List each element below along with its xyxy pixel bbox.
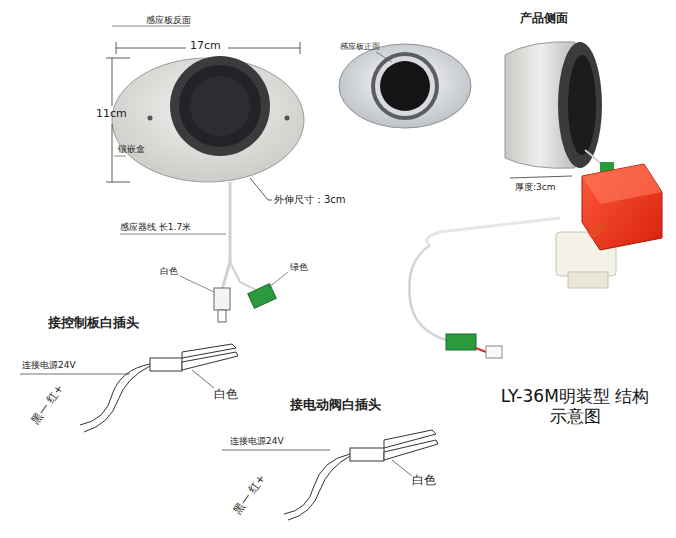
annotation-label: 17cm [190,40,221,53]
annotation-label: 接电动阀白插头 [290,398,381,413]
diagram-title: LY-36M明装型 结构示意图 [500,386,650,427]
annotation-label: 感应板反面 [146,15,191,25]
annotation-label: 连接电源24V [22,360,76,370]
annotation-label: 白色 [412,474,436,488]
annotation-label: 产品侧面 [520,12,568,26]
annotation-label: 镶嵌盒 [118,144,145,154]
annotation-label: 黑一 红+ [232,473,269,518]
annotation-label: 感应器线 长1.7米 [120,222,191,232]
annotation-label: 黑一 红+ [30,383,67,428]
annotation-label: 感应板正面 [340,42,380,51]
annotation-label: 11cm [96,108,127,121]
annotation-label: 绿色 [290,262,308,272]
annotation-label: 连接电源24V [230,436,284,446]
annotation-label: 外伸尺寸：3cm [274,194,346,206]
annotation-label: 接控制板白插头 [48,316,139,331]
annotation-label: 白色 [214,388,238,402]
annotation-label: 白色 [160,266,178,276]
annotation-label: 厚度:3cm [515,182,555,192]
